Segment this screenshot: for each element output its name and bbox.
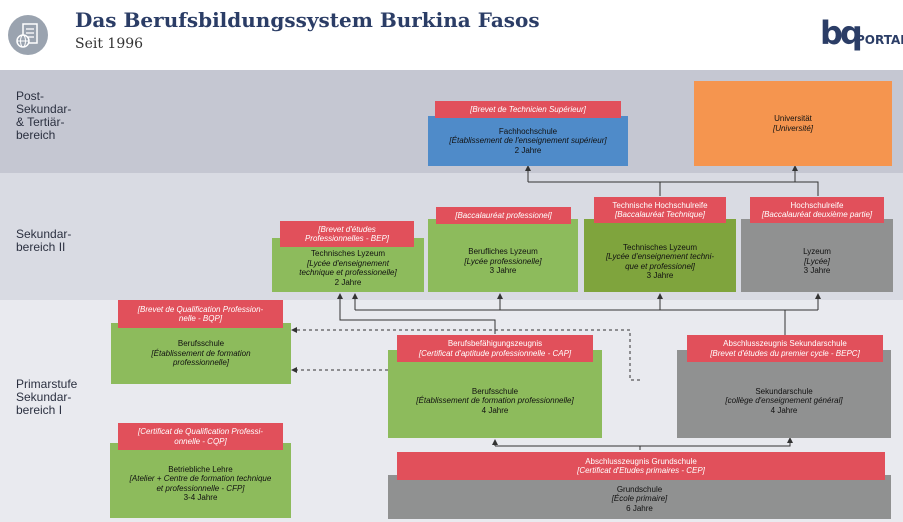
page-title: Das Berufsbildungssystem Burkina Fasos <box>75 8 540 32</box>
grundschule-duration: 6 Jahre <box>626 503 653 513</box>
berufsschule-cap-fr: [Établissement de formation professionne… <box>416 396 574 406</box>
bac-deuxieme-certificate-text: [Baccalauréat deuxième partie] <box>761 210 873 219</box>
bac-pro-certificate: [Baccalauréat professionel] <box>436 207 571 224</box>
bep-certificate: [Brevet d'études Professionnelles - BEP] <box>280 221 414 247</box>
cep-certificate-title: Abschlusszeugnis Grundschule <box>585 456 697 466</box>
logo-text: PORTAL <box>856 33 903 47</box>
bqp-certificate-text-2: nelle - BQP] <box>178 314 223 323</box>
bepc-certificate: Abschlusszeugnis Sekundarschule [Brevet … <box>687 335 883 362</box>
berufsschule-bqp-fr-1: [Établissement de formation <box>151 348 251 358</box>
sekundarschule-duration: 4 Jahre <box>770 405 798 415</box>
bts-certificate: [Brevet de Technicien Supérieur] <box>435 101 621 118</box>
sekundarschule-fr: [collège d'enseignement général] <box>725 396 843 406</box>
grundschule-title: Grundschule <box>616 484 663 494</box>
bep-certificate-text-1: [Brevet d'études <box>318 224 376 234</box>
cqp-certificate-text-1: [Certificat de Qualification Professi- <box>138 427 263 436</box>
berufsschule-cap-title: Berufsschule <box>471 386 519 396</box>
betriebliche-lehre-fr-2: et professionnelle - CFP] <box>156 483 245 493</box>
lyzeum-box: Lyzeum [Lycée] 3 Jahre <box>741 219 893 292</box>
fachhochschule-title: Fachhochschule <box>498 126 558 136</box>
berufsschule-bqp-box: Berufsschule [Établissement de formation… <box>111 323 291 384</box>
technisches-lyzeum-bep-fr-2: technique et professionelle] <box>299 268 397 277</box>
cap-certificate-text: [Certificat d'aptitude professionnelle -… <box>418 348 572 358</box>
technisches-lyzeum-bac-duration: 3 Jahre <box>646 271 674 280</box>
logo-mark: bq <box>820 14 863 52</box>
band-label-primary-secondary-1: Primarstufe Sekundar- bereich I <box>16 377 78 417</box>
betriebliche-lehre-duration: 3-4 Jahre <box>183 493 218 502</box>
band-label-secondary-2: Sekundar- bereich II <box>16 227 72 254</box>
bqp-certificate: [Brevet de Qualification Profession- nel… <box>118 300 283 328</box>
bac-deuxieme-certificate-title: Hochschulreife <box>790 200 844 210</box>
cqp-certificate: [Certificat de Qualification Professi- o… <box>118 423 283 450</box>
technisches-lyzeum-bac-fr-2: que et professionel] <box>625 261 695 271</box>
header: Das Berufsbildungssystem Burkina Fasos S… <box>0 0 903 68</box>
berufsschule-bqp-fr-2: professionnelle] <box>172 358 230 368</box>
berufliches-lyzeum-fr: [Lycée professionelle] <box>464 256 542 266</box>
technisches-lyzeum-bac-box: Technisches Lyzeum [Lycée d'enseignement… <box>584 219 736 292</box>
cqp-certificate-text-2: onnelle - CQP] <box>174 436 227 446</box>
bq-portal-logo: bq PORTAL <box>820 16 903 54</box>
cap-certificate: Berufsbefähigungszeugnis [Certificat d'a… <box>397 335 593 362</box>
universitaet-box: Universität [Université] <box>694 81 892 166</box>
berufliches-lyzeum-duration: 3 Jahre <box>489 266 517 276</box>
fachhochschule-duration: 2 Jahre <box>514 145 542 155</box>
bep-certificate-text-2: Professionnelles - BEP] <box>304 234 390 243</box>
universitaet-fr: [Université] <box>772 123 813 133</box>
technisches-lyzeum-bac-title: Technisches Lyzeum <box>623 242 697 252</box>
cep-certificate-text: [Certificat d'Etudes primaires - CEP] <box>577 466 705 475</box>
sekundarschule-title: Sekundarschule <box>755 386 813 396</box>
grundschule-fr: [École primaire] <box>611 494 668 504</box>
technisches-lyzeum-bep-duration: 2 Jahre <box>334 277 362 287</box>
page-subtitle: Seit 1996 <box>75 36 144 52</box>
sekundarschule-box: Sekundarschule [collège d'enseignement g… <box>677 350 891 438</box>
technisches-lyzeum-bep-fr-1: [Lycée d'enseignement <box>307 258 389 268</box>
bac-technique-certificate: Technische Hochschulreife [Baccalauréat … <box>594 197 726 223</box>
bac-pro-certificate-text: [Baccalauréat professionel] <box>455 210 552 220</box>
universitaet-title: Universität <box>774 114 812 123</box>
betriebliche-lehre-fr-1: [Atelier + Centre de formation technique <box>129 474 272 483</box>
betriebliche-lehre-title: Betriebliche Lehre <box>168 464 233 474</box>
grundschule-box: Grundschule [École primaire] 6 Jahre <box>388 475 891 519</box>
bts-certificate-text: [Brevet de Technicien Supérieur] <box>470 104 586 114</box>
bac-deuxieme-certificate: Hochschulreife [Baccalauréat deuxième pa… <box>750 197 884 223</box>
bac-technique-certificate-text: [Baccalauréat Technique] <box>615 210 705 219</box>
lyzeum-title: Lyzeum <box>803 247 831 257</box>
bepc-certificate-title: Abschlusszeugnis Sekundarschule <box>723 339 847 348</box>
berufsschule-cap-duration: 4 Jahre <box>481 405 509 415</box>
technisches-lyzeum-bac-fr-1: [Lycée d'enseignement techni- <box>605 252 715 261</box>
betriebliche-lehre-box: Betriebliche Lehre [Atelier + Centre de … <box>110 443 291 518</box>
bepc-certificate-text: [Brevet d'études du premier cycle - BEPC… <box>710 348 860 358</box>
bac-technique-certificate-title: Technische Hochschulreife <box>612 200 708 210</box>
technisches-lyzeum-bep-title: Technisches Lyzeum <box>311 249 385 258</box>
fachhochschule-fr: [Établissement de l'enseignement supérie… <box>449 136 607 146</box>
berufsschule-bqp-title: Berufsschule <box>177 339 225 349</box>
fachhochschule-box: Fachhochschule [Établissement de l'ensei… <box>428 116 628 166</box>
lyzeum-fr: [Lycée] <box>804 256 830 266</box>
cep-certificate: Abschlusszeugnis Grundschule [Certificat… <box>397 452 885 480</box>
document-globe-icon <box>8 15 48 55</box>
band-label-post-secondary: Post- Sekundar- & Tertiär- bereich <box>16 89 72 142</box>
berufliches-lyzeum-title: Berufliches Lyzeum <box>468 247 538 257</box>
bqp-certificate-text-1: [Brevet de Qualification Profession- <box>137 304 264 314</box>
cap-certificate-title: Berufsbefähigungszeugnis <box>447 339 543 348</box>
technisches-lyzeum-bep-box: Technisches Lyzeum [Lycée d'enseignement… <box>272 238 424 292</box>
lyzeum-duration: 3 Jahre <box>803 266 831 276</box>
berufliches-lyzeum-box: Berufliches Lyzeum [Lycée professionelle… <box>428 219 578 292</box>
berufsschule-cap-box: Berufsschule [Établissement de formation… <box>388 350 602 438</box>
